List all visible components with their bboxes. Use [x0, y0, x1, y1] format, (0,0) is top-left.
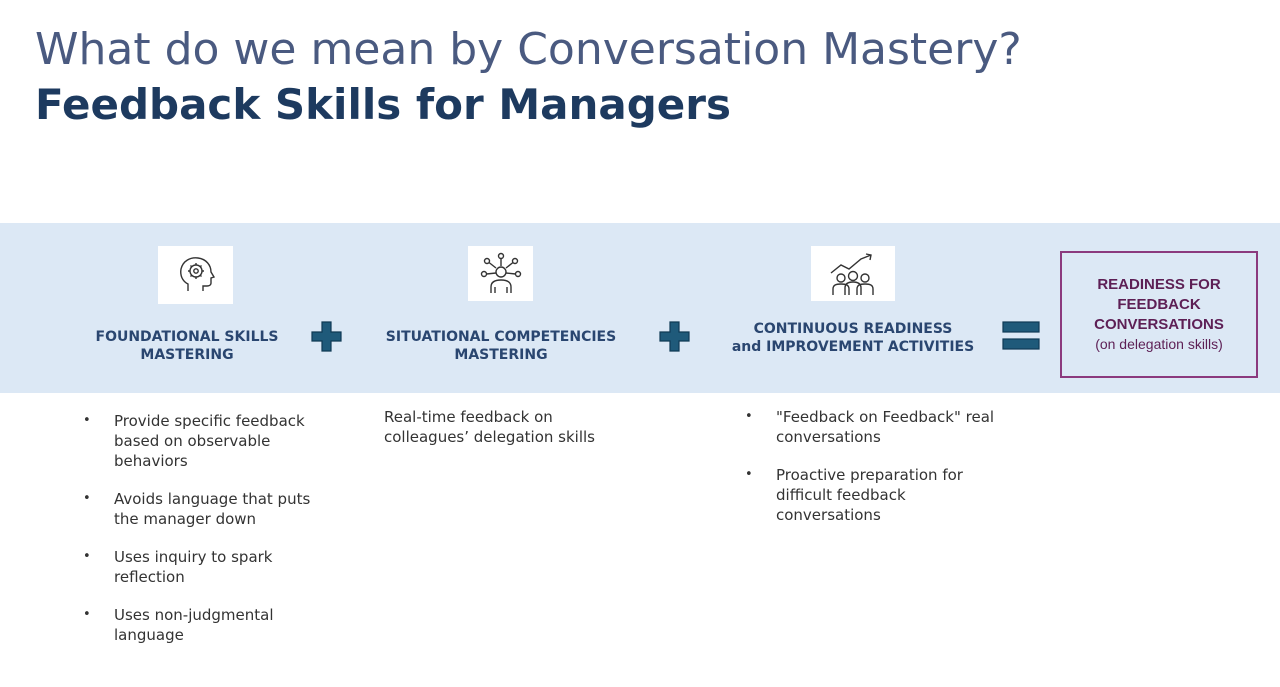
network-person-icon	[468, 246, 533, 301]
slide-title-question: What do we mean by Conversation Mastery?	[35, 24, 1022, 75]
column-heading-continuous: CONTINUOUS READINESS and IMPROVEMENT ACT…	[720, 320, 986, 356]
list-item: Uses non-judgmental language	[83, 605, 323, 645]
heading-line: MASTERING	[140, 347, 234, 363]
list-item: Proactive preparation for difficult feed…	[745, 465, 995, 525]
brain-gear-icon	[158, 246, 233, 304]
column-heading-situational: SITUATIONAL COMPETENCIES MASTERING	[375, 328, 627, 364]
list-item: Avoids language that puts the manager do…	[83, 489, 323, 529]
heading-line: MASTERING	[454, 347, 548, 363]
result-box: READINESS FOR FEEDBACK CONVERSATIONS (on…	[1060, 251, 1258, 378]
slide-title-main: Feedback Skills for Managers	[35, 80, 731, 129]
situational-text: Real-time feedback on colleagues’ delega…	[384, 408, 595, 446]
result-title-line: CONVERSATIONS	[1094, 316, 1224, 333]
foundational-skills-list: Provide specific feedback based on obser…	[83, 411, 323, 663]
result-subtitle: (on delegation skills)	[1095, 336, 1223, 352]
plus-icon	[311, 321, 342, 357]
heading-line: CONTINUOUS READINESS	[753, 321, 953, 337]
list-item: Provide specific feedback based on obser…	[83, 411, 323, 471]
equals-icon	[1002, 320, 1040, 356]
heading-line: FOUNDATIONAL SKILLS	[95, 329, 279, 345]
list-item: "Feedback on Feedback" real conversation…	[745, 407, 995, 447]
column-heading-foundational: FOUNDATIONAL SKILLS MASTERING	[84, 328, 290, 364]
list-item: Uses inquiry to spark reflection	[83, 547, 323, 587]
heading-line: and IMPROVEMENT ACTIVITIES	[731, 339, 975, 355]
result-title-line: READINESS FOR	[1097, 276, 1221, 293]
result-title-line: FEEDBACK	[1117, 296, 1201, 313]
plus-icon	[659, 321, 690, 357]
heading-line: SITUATIONAL COMPETENCIES	[385, 329, 617, 345]
continuous-activities-list: "Feedback on Feedback" real conversation…	[745, 407, 995, 543]
team-growth-icon	[811, 246, 895, 301]
